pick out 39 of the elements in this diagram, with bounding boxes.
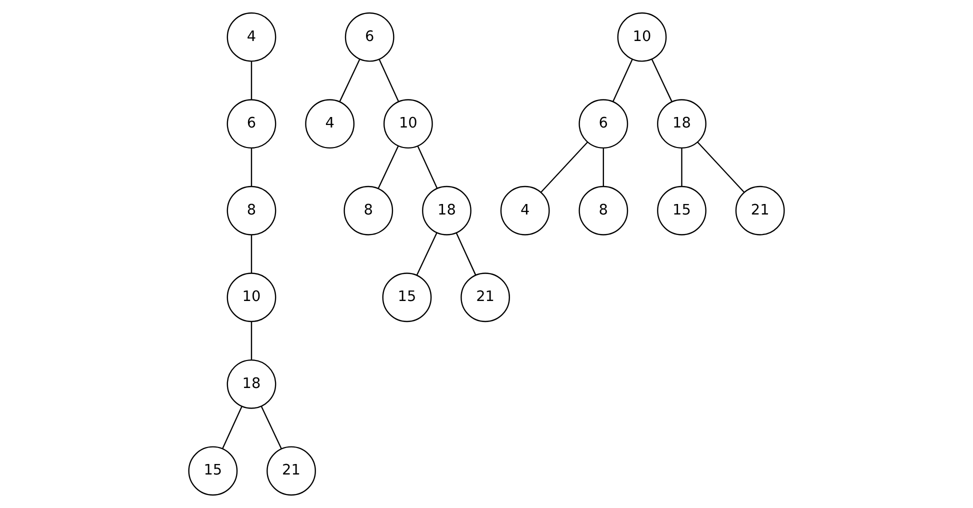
connector: [697, 142, 745, 193]
node-circle: 15: [382, 272, 432, 322]
node-circle: 15: [657, 186, 706, 236]
connector: [222, 406, 242, 449]
connector: [250, 148, 252, 186]
node-circle: 15: [188, 446, 238, 496]
node-circle: 10: [383, 99, 433, 149]
connector: [250, 61, 252, 100]
node-circle: 18: [226, 359, 276, 409]
node-circle: 10: [617, 12, 667, 62]
connector: [456, 232, 476, 276]
node-circle: 21: [460, 272, 510, 322]
connector: [416, 232, 438, 276]
node-circle: 4: [500, 186, 550, 236]
node-circle: 6: [344, 12, 394, 62]
node-circle: 18: [657, 99, 706, 149]
connector: [681, 148, 682, 186]
node-circle: 4: [305, 99, 355, 149]
connector: [651, 58, 672, 102]
node-circle: 18: [422, 186, 472, 236]
node-circle: 6: [226, 99, 276, 149]
node-circle: 10: [226, 272, 276, 322]
connector: [250, 322, 252, 360]
node-circle: 21: [735, 186, 785, 236]
connector: [540, 142, 588, 193]
connector: [378, 146, 399, 188]
connector: [417, 146, 438, 189]
node-circle: 8: [226, 186, 276, 236]
connector: [339, 58, 360, 102]
node-circle: 4: [226, 12, 276, 62]
node-circle: 6: [578, 99, 628, 149]
connector: [602, 148, 604, 186]
connector: [612, 59, 633, 102]
connector: [260, 406, 282, 449]
node-circle: 8: [344, 186, 394, 236]
node-circle: 8: [578, 186, 628, 236]
connector: [250, 234, 252, 274]
node-circle: 21: [266, 446, 316, 496]
connector: [378, 59, 400, 102]
